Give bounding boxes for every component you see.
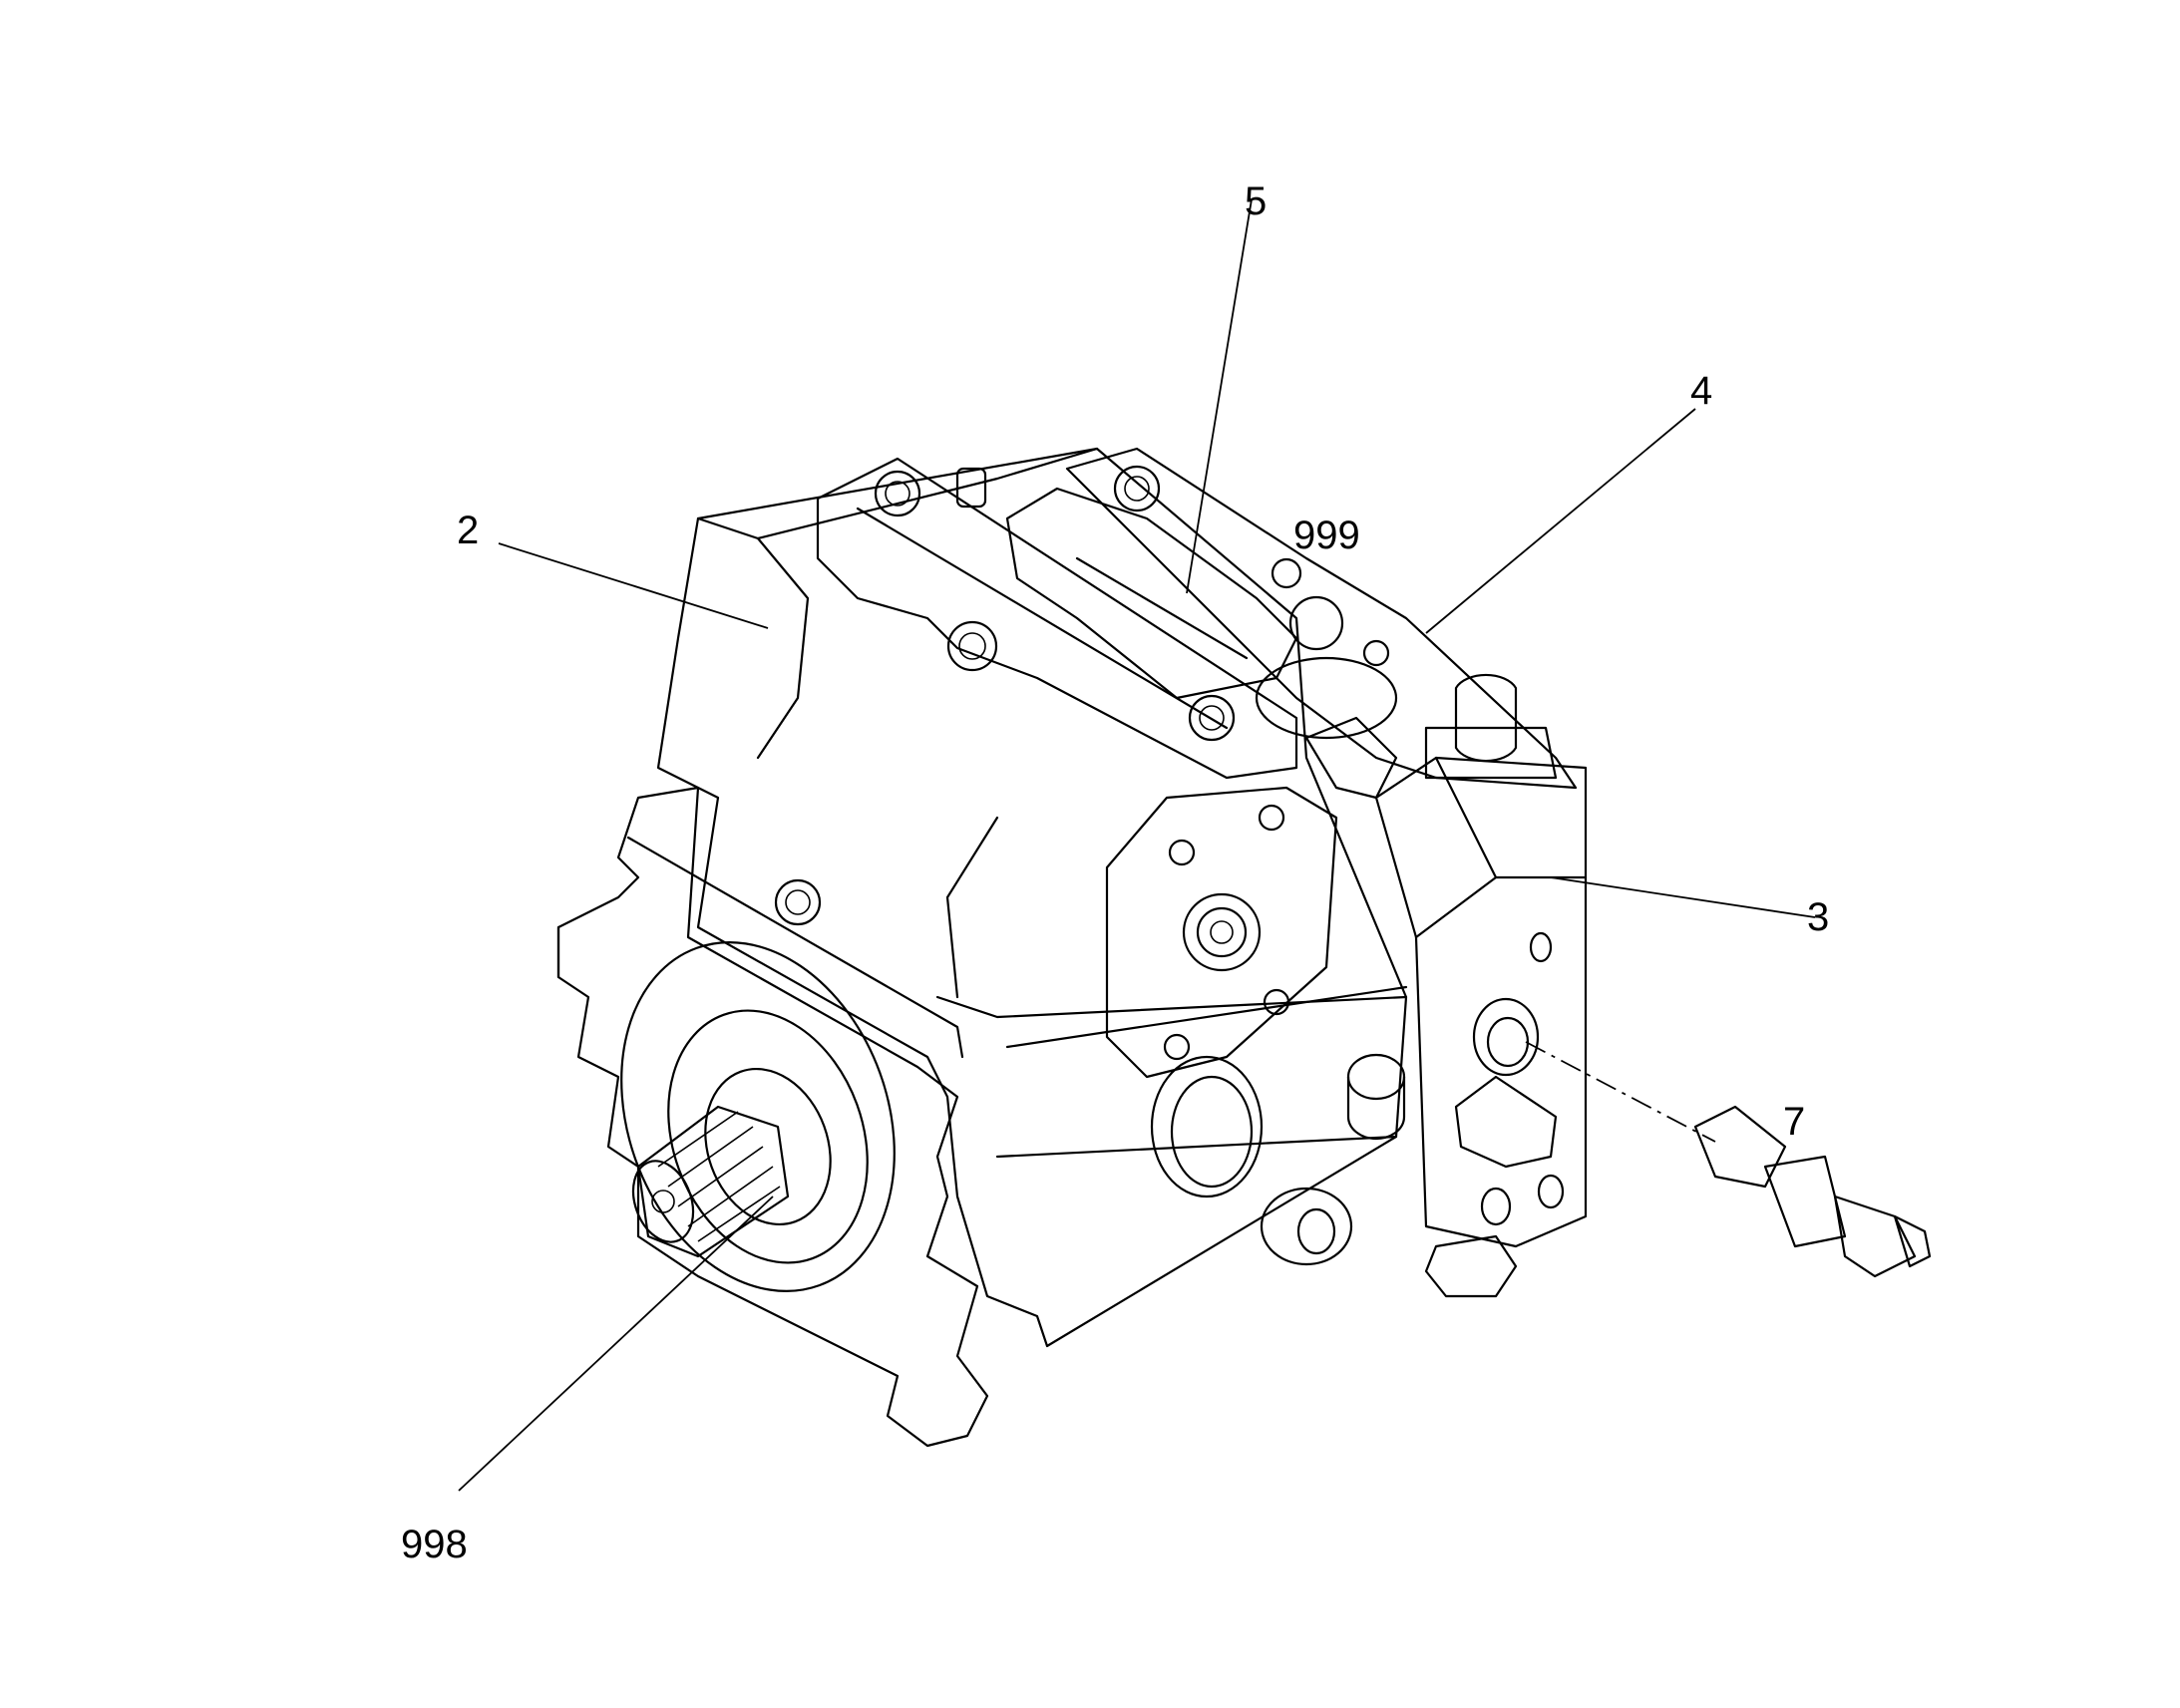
pump-housing xyxy=(656,447,1408,1348)
callout-4: 4 xyxy=(1690,369,1712,413)
valve-block xyxy=(1374,756,1588,1248)
callout-labels: 2 3 4 5 7 998 999 xyxy=(401,179,1829,1566)
leader-lines xyxy=(458,198,1816,1492)
end-plate xyxy=(1065,447,1578,790)
mounting-flange xyxy=(556,786,989,1448)
side-cover-plate xyxy=(1105,786,1338,1079)
control-valve xyxy=(955,467,1398,800)
callout-999: 999 xyxy=(1293,513,1360,557)
callout-2: 2 xyxy=(457,509,479,552)
drain-plug xyxy=(1424,1234,1518,1298)
callout-7: 7 xyxy=(1783,1100,1805,1144)
top-cover xyxy=(774,457,1298,926)
callout-998: 998 xyxy=(401,1523,468,1566)
callout-3: 3 xyxy=(1807,895,1829,939)
drive-shaft-assembly xyxy=(620,941,896,1292)
pressure-sensor xyxy=(1693,1105,1932,1278)
callout-5: 5 xyxy=(1245,179,1267,223)
